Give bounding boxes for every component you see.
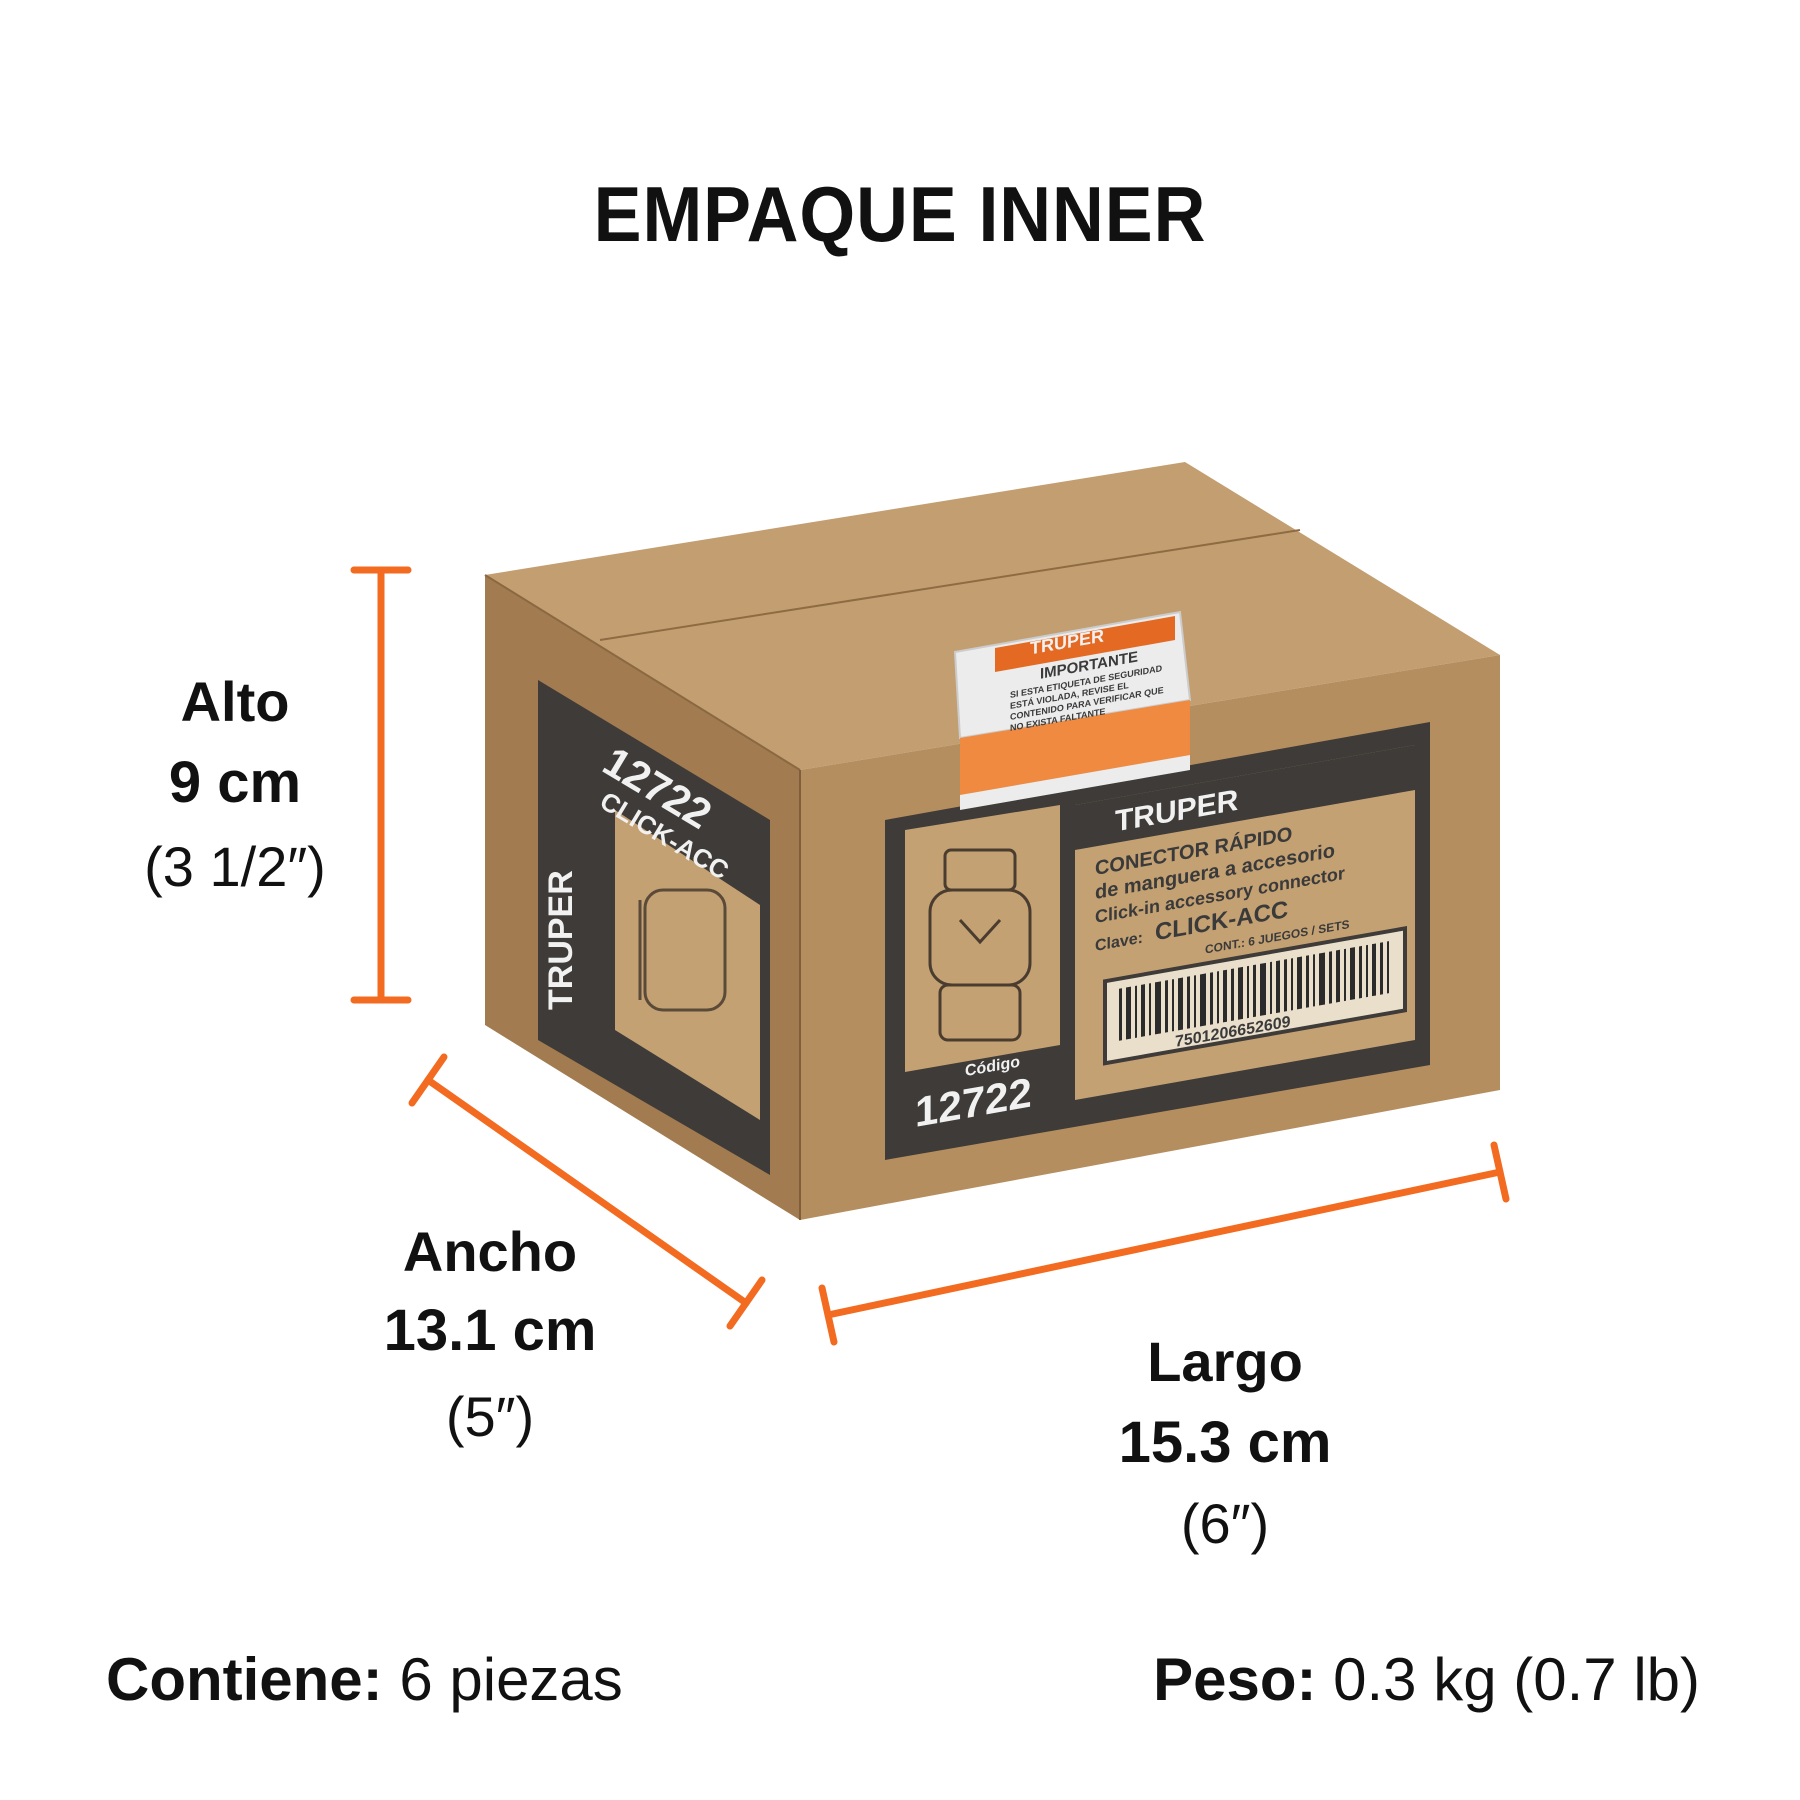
weight-label: Peso:	[1153, 1646, 1317, 1713]
alto-value: 9 cm	[168, 750, 302, 815]
alto-marker	[350, 566, 412, 1004]
contents-value: 6 piezas	[399, 1646, 623, 1713]
side-print-panel: TRUPER 12722 CLICK-ACC	[538, 680, 770, 1175]
barcode	[1119, 941, 1389, 1041]
connector-icon	[928, 848, 1032, 1042]
alto-imperial: (3 1/2″)	[144, 835, 326, 898]
front-print-panel: TRUPER CONECTOR RÁPIDO de manguera a acc…	[885, 722, 1430, 1160]
seal-label-bottom	[960, 755, 1190, 810]
dimension-markers	[350, 566, 1510, 1346]
seal-brand-strip	[995, 616, 1175, 672]
largo-value: 15.3 cm	[1118, 1410, 1332, 1475]
ancho-value: 13.1 cm	[383, 1298, 597, 1363]
alto-label: Alto	[180, 670, 290, 733]
seal-orange-band	[960, 700, 1190, 795]
largo-marker	[818, 1141, 1510, 1346]
contents-info: Contiene: 6 piezas	[106, 1645, 623, 1714]
security-seal: TRUPER IMPORTANTE SI ESTA ETIQUETA DE SE…	[953, 610, 1192, 810]
largo-label: Largo	[1147, 1330, 1303, 1393]
side-connector-icon	[638, 888, 727, 1012]
weight-value: 0.3 kg (0.7 lb)	[1333, 1646, 1700, 1713]
weight-info: Peso: 0.3 kg (0.7 lb)	[1153, 1645, 1700, 1714]
side-panel-window	[615, 810, 760, 1120]
box-flap-seam	[599, 529, 1301, 641]
side-brand: TRUPER	[542, 870, 580, 1010]
contents-label: Contiene:	[106, 1646, 383, 1713]
front-panel-header	[1075, 745, 1415, 850]
ancho-label: Ancho	[402, 1220, 578, 1283]
ancho-imperial: (5″)	[445, 1385, 535, 1448]
ancho-marker	[408, 1053, 766, 1330]
largo-imperial: (6″)	[1180, 1492, 1270, 1555]
page-title: EMPAQUE INNER	[593, 170, 1207, 258]
